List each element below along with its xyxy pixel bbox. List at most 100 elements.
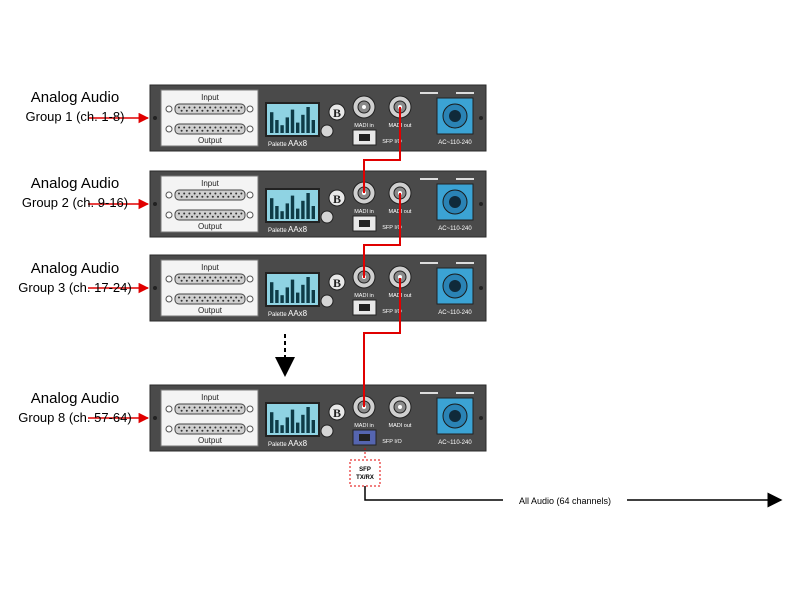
meter-bar (285, 117, 289, 133)
db25-pin (178, 192, 180, 195)
db25-pin (191, 129, 193, 132)
rack-screw-right (479, 116, 483, 120)
rack-screw-right (479, 286, 483, 290)
db25-pin (209, 426, 212, 429)
db25-pin (206, 299, 209, 302)
db25-pin (232, 299, 235, 302)
db25-panel (160, 89, 259, 147)
db25-pin (201, 195, 204, 198)
db25-screw (246, 425, 254, 433)
sfp-port (359, 220, 370, 227)
sfp-port (359, 134, 370, 141)
db25-pin (193, 126, 196, 129)
all-audio-output-label: All Audio (64 channels) (519, 496, 611, 506)
sfp-module-line1: SFP (359, 467, 371, 473)
db25-pin (224, 276, 227, 279)
db25-pin (204, 192, 206, 195)
db25-pin (188, 296, 191, 299)
db25-pin (232, 109, 235, 112)
db25-pin (222, 129, 225, 132)
db25-pin (204, 426, 206, 429)
gain-knob (320, 424, 334, 438)
db25-pin (217, 109, 219, 112)
db25-pin (222, 299, 225, 302)
madi-out-label: MADI out (389, 423, 412, 429)
db25-pin (232, 195, 235, 198)
db25-pin (230, 106, 232, 109)
db25-pin (183, 192, 186, 195)
db25-pin (196, 215, 199, 218)
meter-bar (280, 211, 284, 219)
db25-input-connector (174, 273, 246, 285)
db25-pin (196, 279, 199, 282)
db25-pin (180, 299, 183, 302)
meter-bar (301, 200, 305, 219)
db25-pin (211, 129, 214, 132)
db25-pin (237, 109, 240, 112)
db25-pin (183, 276, 186, 279)
model-prefix: Palette (268, 442, 287, 448)
db25-pin (217, 215, 219, 218)
meter-bar (290, 279, 295, 303)
db25-pin (219, 212, 222, 215)
group-channels: Group 8 (ch. 57-64) (18, 410, 132, 425)
db25-pin (196, 109, 199, 112)
db25-pin (209, 296, 212, 299)
db25-input-connector (174, 103, 246, 115)
db25-pin (240, 296, 243, 299)
db25-pin (204, 212, 206, 215)
meter-bar (306, 107, 310, 133)
sfp-label: SFP I/O (382, 139, 402, 145)
meter-bar (275, 290, 279, 303)
sfp-label: SFP I/O (382, 439, 402, 445)
db25-pin (183, 406, 186, 409)
meter-bar (285, 417, 289, 433)
meter-bar (290, 195, 295, 219)
db25-pin (178, 106, 180, 109)
model-name: AAx8 (288, 439, 308, 448)
model-prefix: Palette (268, 228, 287, 234)
db25-pin (188, 426, 191, 429)
db25-pin (204, 106, 206, 109)
sfp-port (359, 434, 370, 441)
db25-pin (214, 296, 217, 299)
meter-bar (311, 120, 315, 133)
db25-pin (185, 429, 188, 432)
status-led (420, 392, 438, 394)
db25-pin (224, 212, 227, 215)
group-title: Analog Audio (30, 175, 120, 192)
db25-pin (235, 212, 238, 215)
db25-pin (201, 299, 204, 302)
sfp-port (359, 304, 370, 311)
logo-badge (328, 103, 346, 121)
db25-pin (217, 195, 219, 198)
gain-knob (320, 294, 334, 308)
db25-screw (246, 105, 254, 113)
meter-bar (296, 422, 300, 433)
power-label: AC~110-240 (438, 140, 472, 146)
db25-pin (191, 195, 193, 198)
db25-pin (227, 195, 230, 198)
rack-screw-left (153, 416, 157, 420)
db25-pin (222, 195, 225, 198)
madi-in-label: MADI in (354, 123, 374, 129)
db25-pin (214, 406, 217, 409)
db25-pin (193, 406, 196, 409)
db25-pin (227, 279, 230, 282)
model-name: AAx8 (288, 139, 308, 148)
db25-pin (209, 106, 212, 109)
db25-pin (178, 276, 180, 279)
db25-pin (201, 109, 204, 112)
bnc-pin (362, 105, 366, 109)
db25-pin (188, 406, 191, 409)
meter-bar (285, 287, 289, 303)
db25-pin (209, 126, 212, 129)
db25-pin (235, 406, 238, 409)
db25-screw (165, 105, 173, 113)
db25-pin (185, 215, 188, 218)
db25-output-connector (174, 293, 246, 305)
db25-pin (180, 195, 183, 198)
db25-pin (240, 406, 243, 409)
db25-pin (198, 106, 201, 109)
status-led (456, 178, 474, 180)
